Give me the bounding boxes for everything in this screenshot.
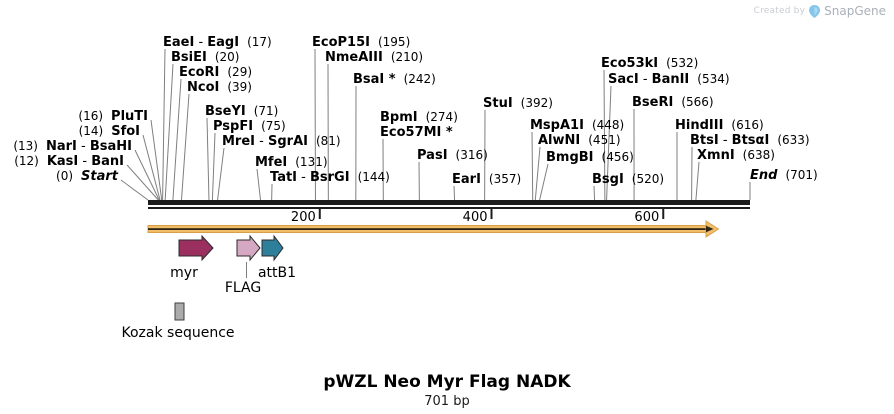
plasmid-map: 200 400 600 (0)Start(12)KasI - BanI(13)NarI… xyxy=(13,35,818,341)
site-label: EarI(357) xyxy=(452,172,521,187)
ruler-tick-label: 200 xyxy=(291,210,316,225)
map-footer: pWZL Neo Myr Flag NADK 701 bp xyxy=(0,372,894,409)
feature-label-attb1: attB1 xyxy=(258,265,296,281)
site-label: End(701) xyxy=(750,168,818,183)
site-label: Eco53kI(532) xyxy=(601,56,698,71)
site-label: (13)NarI - BsaHI xyxy=(13,139,132,154)
site-label: MfeI(131) xyxy=(255,155,328,170)
site-label: (12)KasI - BanI xyxy=(14,154,124,169)
feature-label-flag: FLAG xyxy=(225,280,261,296)
site-label: Eco57MI * xyxy=(380,125,453,140)
site-leader-line xyxy=(120,179,149,201)
site-leader-line xyxy=(217,147,225,201)
site-label: PspFI(75) xyxy=(213,119,286,134)
feature-arrow-myr xyxy=(178,234,214,262)
site-leader-line xyxy=(603,69,606,201)
site-label: TatI - BsrGI(144) xyxy=(270,170,390,185)
site-leader-line xyxy=(150,119,163,201)
watermark: Created by SnapGene xyxy=(754,4,886,18)
site-leader-line xyxy=(162,48,166,201)
site-leader-line xyxy=(134,149,160,201)
site-label: (14)SfoI xyxy=(79,124,140,139)
site-label: EaeI - EagI(17) xyxy=(163,35,272,50)
construct-title: pWZL Neo Myr Flag NADK xyxy=(323,372,571,392)
snapgene-logo-icon xyxy=(809,4,821,18)
site-label: PasI(316) xyxy=(417,148,488,163)
site-label: BsiEI(20) xyxy=(171,50,239,65)
construct-length: 701 bp xyxy=(424,394,470,409)
site-label: EcoRI(29) xyxy=(179,65,252,80)
watermark-created-by: Created by xyxy=(753,6,806,16)
site-label: NcoI(39) xyxy=(187,80,252,95)
site-leader-line xyxy=(539,163,549,201)
site-leader-line xyxy=(695,161,700,201)
watermark-brand: SnapGene xyxy=(824,4,886,18)
site-leader-line xyxy=(593,185,596,201)
site-label: BpmI(274) xyxy=(380,110,458,125)
feature-arrow-flag xyxy=(236,234,261,262)
site-label: XmnI(638) xyxy=(697,148,775,163)
backbone-arrow-core xyxy=(148,228,708,230)
site-label: BseYI(71) xyxy=(205,104,278,119)
kozak-sequence-box xyxy=(174,302,185,321)
site-label: HindIII(616) xyxy=(675,118,764,133)
site-label: SacI - BanII(534) xyxy=(608,72,730,87)
ruler-baseline xyxy=(148,207,750,209)
site-label: AlwNI(451) xyxy=(538,133,621,148)
site-label: BseRI(566) xyxy=(632,95,714,110)
site-leader-line xyxy=(534,146,541,201)
site-leader-line xyxy=(606,85,612,201)
feature-label-myr: myr xyxy=(170,265,198,281)
ruler-bar xyxy=(148,200,750,205)
site-leader-line xyxy=(180,93,190,201)
site-label: MreI - SgrAI(81) xyxy=(222,134,341,149)
kozak-sequence-label: Kozak sequence xyxy=(122,325,235,341)
ruler-tick-label: 600 xyxy=(634,210,659,225)
site-leader-line xyxy=(206,117,210,201)
site-label: StuI(392) xyxy=(483,96,553,111)
site-label: BmgBI(456) xyxy=(546,150,634,165)
site-leader-line xyxy=(211,132,216,201)
site-leader-line xyxy=(142,134,161,201)
feature-arrow-attb1 xyxy=(261,234,284,262)
site-leader-line xyxy=(256,168,261,201)
site-leader-line xyxy=(164,63,174,201)
site-label: (16)PluTI xyxy=(78,109,148,124)
site-leader-line xyxy=(531,131,534,201)
site-label: NmeAIII(210) xyxy=(325,50,423,65)
backbone-arrow-head-core xyxy=(706,225,714,233)
site-label: EcoP15I(195) xyxy=(312,35,410,50)
ruler-tick-label: 400 xyxy=(463,210,488,225)
site-label: (0)Start xyxy=(56,169,119,184)
site-leader-line xyxy=(172,78,182,201)
site-label: BtsI - BtsαI(633) xyxy=(690,133,810,148)
site-label: MspA1I(448) xyxy=(530,118,624,133)
site-leader-line xyxy=(126,164,159,201)
site-label: BsgI(520) xyxy=(592,172,664,187)
site-leader-line xyxy=(453,185,456,201)
site-label: BsaI *(242) xyxy=(353,72,436,87)
